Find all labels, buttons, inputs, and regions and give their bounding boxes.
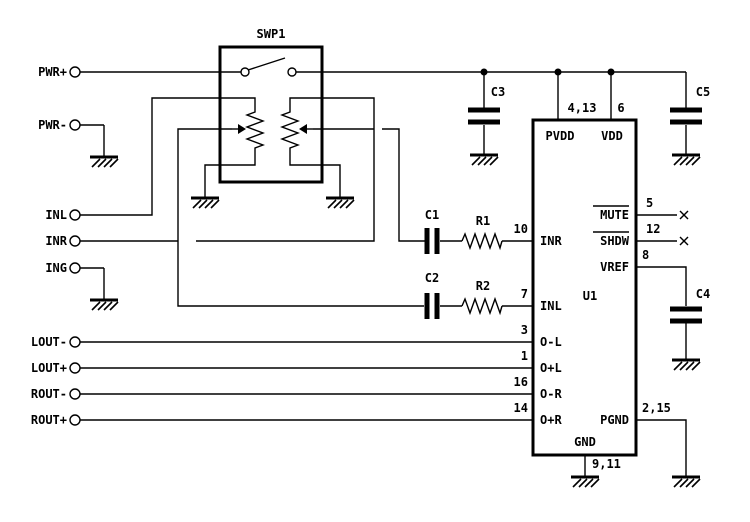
pin-number-inr: 10 [514,222,528,236]
wires [80,71,687,477]
terminal-lout-plus [69,362,81,374]
port-label-pwr-minus: PWR- [38,118,67,132]
ground-symbol [468,153,500,167]
port-label-ing: ING [45,261,67,275]
c3-label: C3 [491,85,505,99]
port-label-rout-minus: ROUT- [31,387,67,401]
pin-name-o-plus-r: O+R [540,413,562,427]
pot-right-wiper-arrow [299,124,307,134]
c1-label: C1 [425,208,439,222]
pin-name-vdd: VDD [601,129,623,143]
resistor-r1: R1 [461,214,503,251]
ground-symbol [189,196,221,210]
terminal-inl [69,209,81,221]
pin-name-inl: INL [540,299,562,313]
pin-name-mute: MUTE [600,208,629,222]
swp1-switch-pot: SWP1 [218,27,324,184]
pin-number-vref: 8 [642,248,649,262]
switch-lever [247,57,286,71]
c4-label: C4 [696,287,710,301]
u1-label: U1 [583,289,597,303]
port-label-inr: INR [45,234,67,248]
terminal-lout-minus [69,336,81,348]
ground-symbol [88,298,120,312]
ground-symbol [670,358,702,372]
pin-number-o-plus-r: 14 [514,401,528,415]
pin-number-o-minus-l: 3 [521,323,528,337]
pin-number-gnd: 9,11 [592,457,621,471]
u1-body [531,118,638,457]
pin-number-mute: 5 [646,196,653,210]
pin-number-o-plus-l: 1 [521,349,528,363]
capacitor-c5: C5 [670,85,710,125]
c2-label: C2 [425,271,439,285]
no-connect-shdw [679,236,689,246]
port-terminals: PWR+ PWR- INL INR ING LOUT- LOUT+ ROUT- … [31,65,81,427]
pin-number-pvdd: 4,13 [568,101,597,115]
capacitor-c3: C3 [468,85,505,125]
port-label-rout-plus: ROUT+ [31,413,67,427]
pin-number-inl: 7 [521,287,528,301]
pin-name-o-plus-l: O+L [540,361,562,375]
pot-right-resistor [280,104,300,156]
pot-left-resistor [245,104,265,156]
ground-symbol [324,196,356,210]
swp1-body [218,45,324,184]
pin-name-vref: VREF [600,260,629,274]
capacitor-c2: C2 [424,271,440,319]
pin-name-o-minus-l: O-L [540,335,562,349]
terminal-rout-plus [69,414,81,426]
port-label-lout-minus: LOUT- [31,335,67,349]
port-label-inl: INL [45,208,67,222]
pin-number-o-minus-r: 16 [514,375,528,389]
pin-name-shdw: SHDW [600,234,630,248]
pin-number-vdd: 6 [617,101,624,115]
pin-name-pgnd: PGND [600,413,629,427]
terminal-pwr-minus [69,119,81,131]
terminal-pwr-plus [69,66,81,78]
terminal-rout-minus [69,388,81,400]
ground-symbol [670,153,702,167]
terminal-inr [69,235,81,247]
pin-name-gnd: GND [574,435,596,449]
switch-contact-b [287,67,297,77]
junction-dot [607,68,615,76]
port-label-lout-plus: LOUT+ [31,361,67,375]
port-label-pwr-plus: PWR+ [38,65,67,79]
pin-name-pvdd: PVDD [546,129,575,143]
resistor-r2: R2 [461,279,503,316]
ground-symbol [569,475,601,489]
terminal-ing [69,262,81,274]
pot-left-wiper-arrow [238,124,246,134]
pin-number-shdw: 12 [646,222,660,236]
pin-name-o-minus-r: O-R [540,387,562,401]
capacitor-c1: C1 [424,208,440,254]
swp1-label: SWP1 [257,27,286,41]
ground-symbol [88,155,120,169]
r1-label: R1 [476,214,490,228]
pin-name-inr: INR [540,234,562,248]
u1-chip: U1 PVDD 4,13 VDD 6 MUTE 5 SHDW 12 VREF 8… [514,101,671,471]
c5-label: C5 [696,85,710,99]
switch-contact-a [240,67,250,77]
ground-symbol [670,475,702,489]
junction-dot [554,68,562,76]
no-connect-mute [679,210,689,220]
junction-dot [480,68,488,76]
pin-number-pgnd: 2,15 [642,401,671,415]
r2-label: R2 [476,279,490,293]
capacitor-c4: C4 [670,287,710,324]
